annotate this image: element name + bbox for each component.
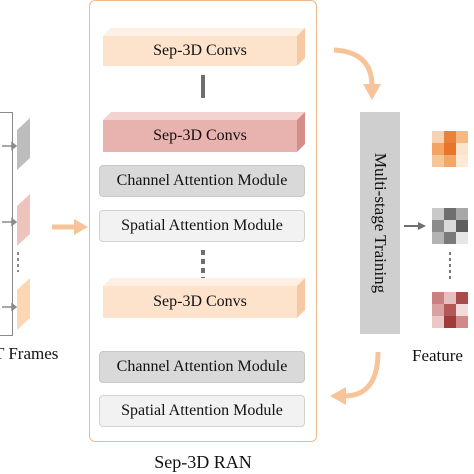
orange-feature-cell — [444, 131, 456, 143]
to-training-arrow — [333, 47, 381, 100]
ran-label: Sep-3D RAN — [154, 452, 252, 472]
conv-bottom-label: Sep-3D Convs — [153, 293, 247, 310]
conv-top-prism — [103, 28, 305, 66]
orange-feature-cell — [444, 143, 456, 155]
red-feature-cell — [432, 316, 444, 328]
red-feature-cell — [444, 316, 456, 328]
multi-stage-training-box: Multi-stage Training — [360, 112, 400, 334]
orange-feature-cell — [444, 155, 456, 167]
orange-feature-cell — [456, 131, 468, 143]
orange-feature-cell — [432, 155, 444, 167]
channel-attention-module-2: Channel Attention Module — [99, 351, 305, 383]
red-feature-cell — [432, 292, 444, 304]
gray-feature-cell — [432, 208, 444, 220]
conv-bottom-prism — [103, 278, 305, 318]
training-label: Multi-stage Training — [371, 152, 391, 294]
gray-feature-cell — [432, 232, 444, 244]
conv-top-label: Sep-3D Convs — [153, 42, 247, 59]
spatial-attention-module-1: Spatial Attention Module — [99, 210, 305, 242]
gray-feature-cell — [444, 220, 456, 232]
orange-feature-cell — [456, 155, 468, 167]
to-feature-arrow — [404, 222, 426, 230]
spatial-attention-module-2: Spatial Attention Module — [99, 395, 305, 427]
red-feature-cell — [456, 304, 468, 316]
orange-feature-cell — [432, 143, 444, 155]
red-feature-cell — [456, 316, 468, 328]
conv-mid-label: Sep-3D Convs — [153, 127, 247, 144]
channel-attention-module-1: Channel Attention Module — [99, 165, 305, 197]
conv-mid-prism — [103, 112, 305, 152]
frame-orange — [17, 278, 30, 330]
red-feature-cell — [444, 304, 456, 316]
orange-feature-map — [432, 131, 468, 167]
orange-feature-cell — [432, 131, 444, 143]
red-feature-cell — [432, 304, 444, 316]
feature-label: Feature — [412, 346, 463, 365]
back-to-ran-arrow — [330, 351, 381, 405]
gray-feature-cell — [432, 220, 444, 232]
frame-gray — [17, 118, 30, 170]
gray-feature-cell — [456, 232, 468, 244]
gray-feature-cell — [444, 208, 456, 220]
red-feature-cell — [444, 292, 456, 304]
input-arrow — [52, 219, 88, 235]
gray-feature-cell — [456, 208, 468, 220]
gray-feature-map — [432, 208, 468, 244]
gray-feature-cell — [444, 232, 456, 244]
frames-label: T Frames — [0, 344, 59, 363]
red-feature-cell — [456, 292, 468, 304]
red-feature-map — [432, 292, 468, 328]
orange-feature-cell — [456, 143, 468, 155]
frame-pink — [17, 194, 30, 246]
gray-feature-cell — [456, 220, 468, 232]
